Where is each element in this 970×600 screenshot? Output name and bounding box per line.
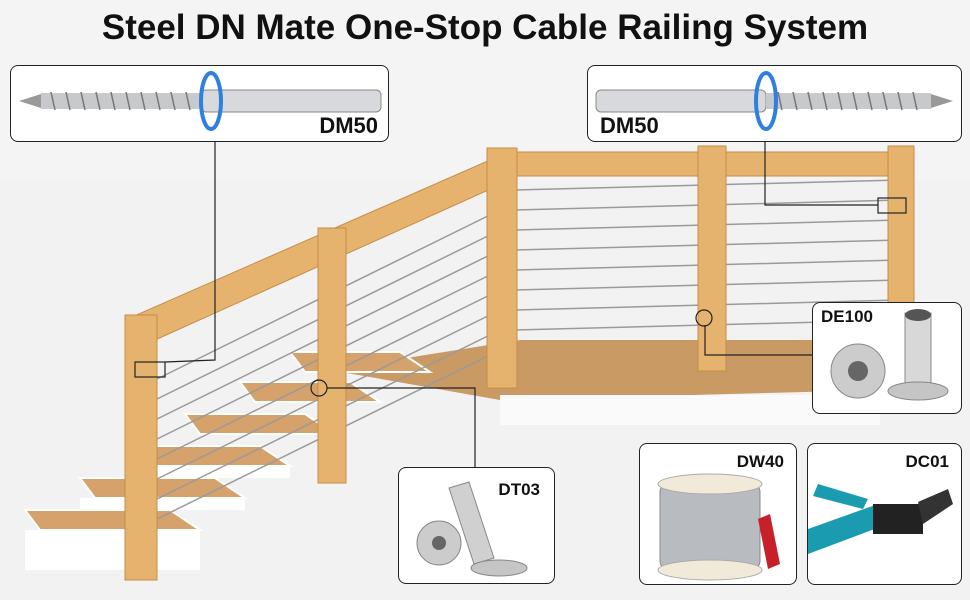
post [124, 314, 158, 581]
page-title: Steel DN Mate One-Stop Cable Railing Sys… [101, 8, 869, 47]
dm50-label: DM50 [600, 113, 659, 138]
dc01-label: DC01 [905, 452, 949, 471]
cable-spool-icon [657, 473, 780, 581]
washer-tube-icon [416, 481, 528, 577]
post [486, 147, 518, 389]
callout-dm50-right: DM50 [587, 65, 962, 142]
threaded-stud-icon [19, 71, 382, 131]
rotate-arrow-icon [199, 71, 223, 131]
callout-de100: DE100 [812, 302, 962, 414]
rotate-arrow-icon [754, 71, 778, 131]
callout-dt03: DT03 [398, 467, 555, 584]
dt03-label: DT03 [498, 480, 540, 499]
callout-dm50-left: DM50 [10, 65, 389, 142]
flange-sleeve-icon [830, 309, 949, 401]
post [887, 145, 915, 307]
callout-dw40: DW40 [639, 443, 797, 585]
dm50-label: DM50 [319, 113, 378, 138]
post [317, 227, 347, 484]
post [697, 145, 727, 372]
dw40-label: DW40 [736, 452, 784, 471]
crimp-tool-icon [808, 484, 953, 554]
callout-dc01: DC01 [807, 443, 962, 585]
de100-label: DE100 [821, 307, 873, 326]
threaded-stud-icon [595, 71, 953, 131]
